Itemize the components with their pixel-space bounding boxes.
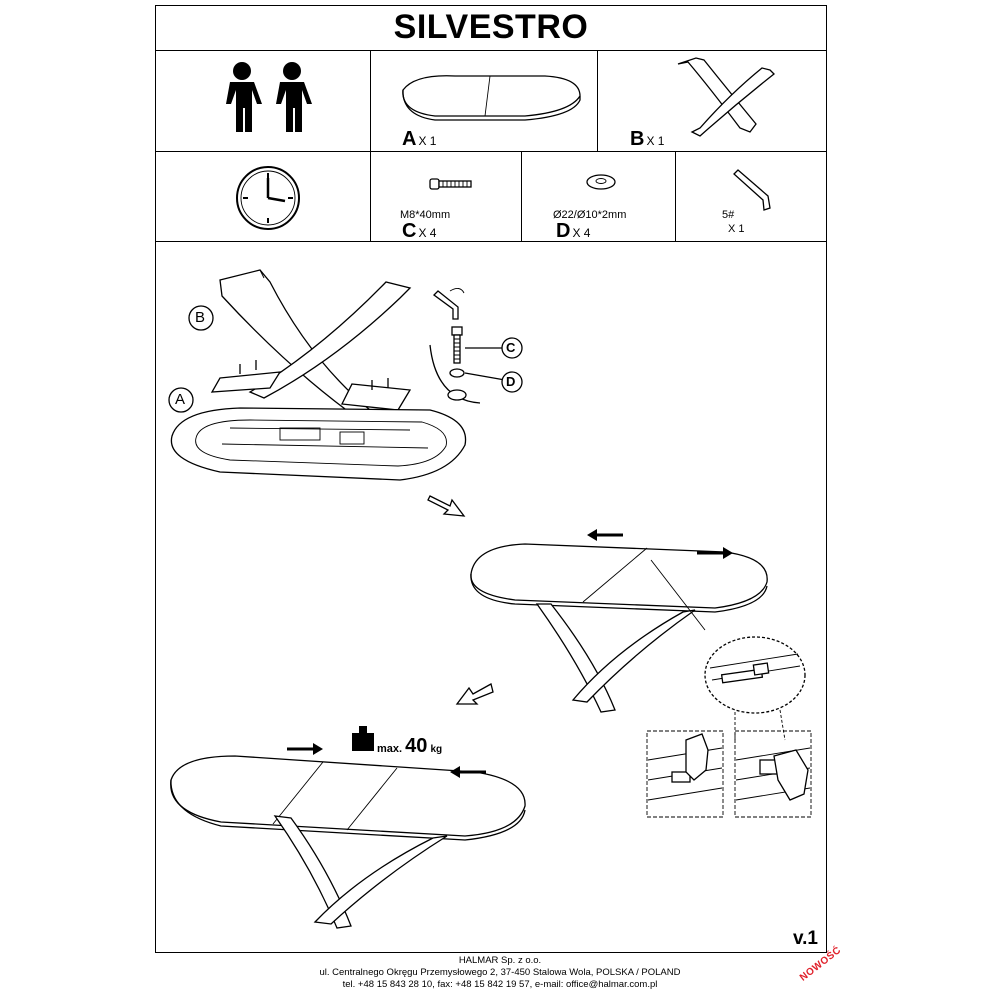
divider [370, 50, 371, 241]
bolt-icon [429, 178, 472, 190]
bolt-detail [429, 288, 506, 404]
part-qty: X 1 [418, 134, 437, 148]
assembly-step-diagram [170, 269, 467, 481]
callout-b: B [195, 309, 206, 326]
closed-table-diagram [170, 755, 526, 929]
load-limit: max. 40 kg [377, 735, 442, 758]
version-label: v.1 [793, 928, 819, 949]
divider [521, 151, 522, 241]
cross-base-part-b [677, 57, 775, 137]
part-qty: X 1 [646, 134, 665, 148]
divider [675, 151, 676, 241]
part-c-spec: M8*40mm [400, 209, 451, 221]
flow-arrow-icon [427, 495, 466, 517]
load-label: max. [377, 743, 403, 755]
arrow-right-icon [697, 547, 733, 559]
part-qty: X 4 [572, 226, 591, 240]
load-unit: kg [430, 744, 443, 755]
weight-icon [352, 726, 374, 751]
page-frame [155, 5, 827, 953]
washer-icon [586, 174, 616, 190]
divider [155, 241, 827, 242]
callout-circle [501, 371, 523, 393]
callout-circle [188, 305, 214, 331]
callout-c: C [506, 340, 516, 355]
slide-detail-box-2 [734, 730, 812, 818]
part-d-spec: Ø22/Ø10*2mm [553, 209, 627, 221]
extended-table-diagram [470, 543, 768, 713]
divider [597, 50, 598, 151]
part-letter: C [402, 220, 417, 242]
callout-circle [168, 387, 194, 413]
part-letter: B [630, 128, 645, 150]
footer-company: HALMAR Sp. z o.o. [458, 955, 542, 966]
two-persons-icon [226, 62, 312, 132]
arrow-left-icon [450, 766, 486, 778]
arrow-left-icon [587, 529, 623, 541]
part-letter: D [556, 220, 571, 242]
part-qty: X 4 [418, 226, 437, 240]
callout-circle [501, 337, 523, 359]
mechanism-detail [704, 636, 806, 741]
slide-detail-box-1 [646, 730, 724, 818]
allen-key-qty: X 1 [728, 223, 745, 235]
page-title: SILVESTRO [393, 8, 589, 46]
load-value: 40 [405, 735, 428, 757]
divider [155, 50, 827, 51]
flow-arrow-icon [455, 683, 494, 705]
allen-key-icon [733, 169, 771, 211]
divider [155, 151, 827, 152]
clock-icon [236, 166, 300, 230]
footer-contact: tel. +48 15 843 28 10, fax: +48 15 842 1… [342, 979, 658, 990]
table-top-part-a [402, 75, 581, 121]
part-letter: A [402, 128, 417, 150]
callout-d: D [506, 374, 516, 389]
footer-address: ul. Centralnego Okręgu Przemysłowego 2, … [319, 967, 681, 978]
callout-a: A [175, 391, 186, 408]
allen-key-spec: 5# [722, 209, 735, 221]
arrow-right-icon [287, 743, 323, 755]
